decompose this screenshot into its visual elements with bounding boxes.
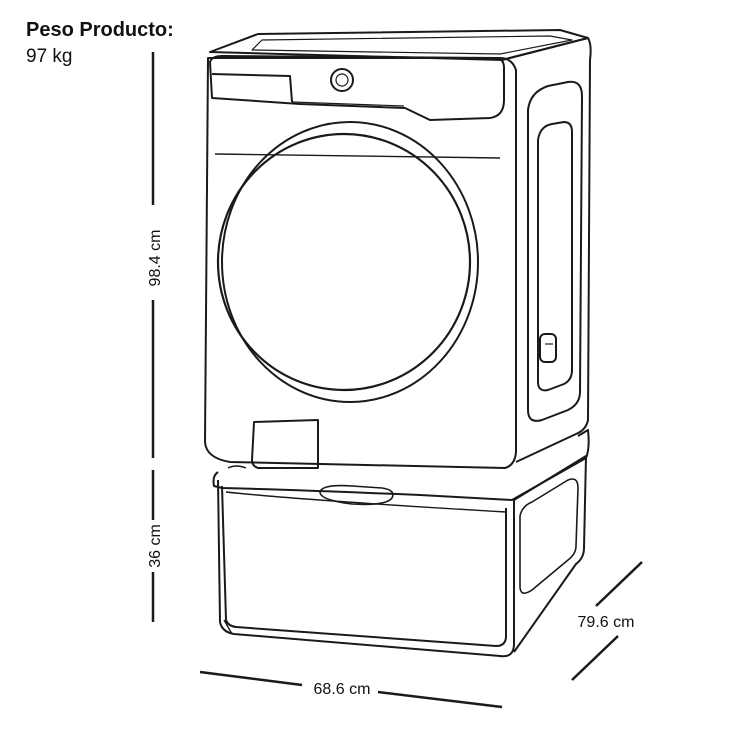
height-lower-label: 36 cm (147, 524, 164, 568)
pedestal-drawer (212, 429, 590, 658)
depth-dimension (571, 561, 643, 681)
width-dimension (199, 670, 503, 709)
washer-body (204, 29, 592, 469)
width-label: 68.6 cm (314, 681, 371, 698)
height-upper-label: 98.4 cm (147, 230, 164, 287)
weight-label: Peso Producto: (26, 19, 174, 41)
weight-value: 97 kg (26, 46, 73, 67)
depth-label: 79.6 cm (578, 614, 635, 631)
